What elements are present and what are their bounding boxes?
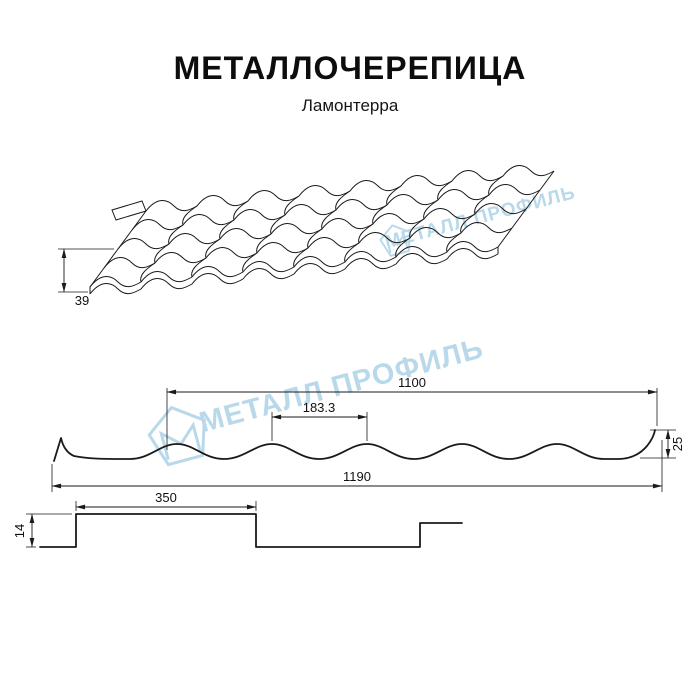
tile-valley-lines [140,175,504,283]
dimension-label: 350 [155,490,177,505]
dimension-wave-pitch: 183.3 [271,400,368,441]
sheet-right-edge [497,170,555,254]
profile-cross-section: 1100 183.3 25 1190 [51,375,685,492]
watermark-text: МЕТАЛЛ ПРОФИЛЬ [383,182,578,253]
page-subtitle: Ламонтерра [301,96,399,115]
step-profile-line [39,513,463,548]
dimension-step-height: 14 [12,513,72,548]
drawing-header: МЕТАЛЛОЧЕРЕПИЦА Ламонтерра [0,0,700,116]
watermark-text: МЕТАЛЛ ПРОФИЛЬ [196,332,487,439]
module-step-section: 350 14 [12,490,463,548]
watermark-small: МЕТАЛЛ ПРОФИЛЬ [379,182,578,257]
dimension-module-length: 350 [75,490,257,511]
dimension-label: 25 [670,437,685,451]
sheet-flange-tab [111,200,147,221]
dimension-overall-width: 1190 [51,440,663,492]
dimension-label: 14 [12,524,27,538]
roof-perspective-drawing: 39 [58,165,555,308]
watermark-large: МЕТАЛЛ ПРОФИЛЬ [147,332,487,467]
dimension-label: 183.3 [303,400,336,415]
dimension-profile-height: 25 [640,429,685,459]
dimension-label: 39 [75,293,89,308]
page-title: МЕТАЛЛОЧЕРЕПИЦА [173,50,527,86]
dimension-useful-width: 1100 [166,375,658,450]
dimension-label: 1190 [343,469,371,484]
profile-curve [53,429,656,462]
dimension-front-edge-height: 39 [58,248,114,308]
dimension-label: 1100 [398,375,426,390]
sheet-left-edge [89,210,147,294]
sheet-front-edge [89,248,499,295]
